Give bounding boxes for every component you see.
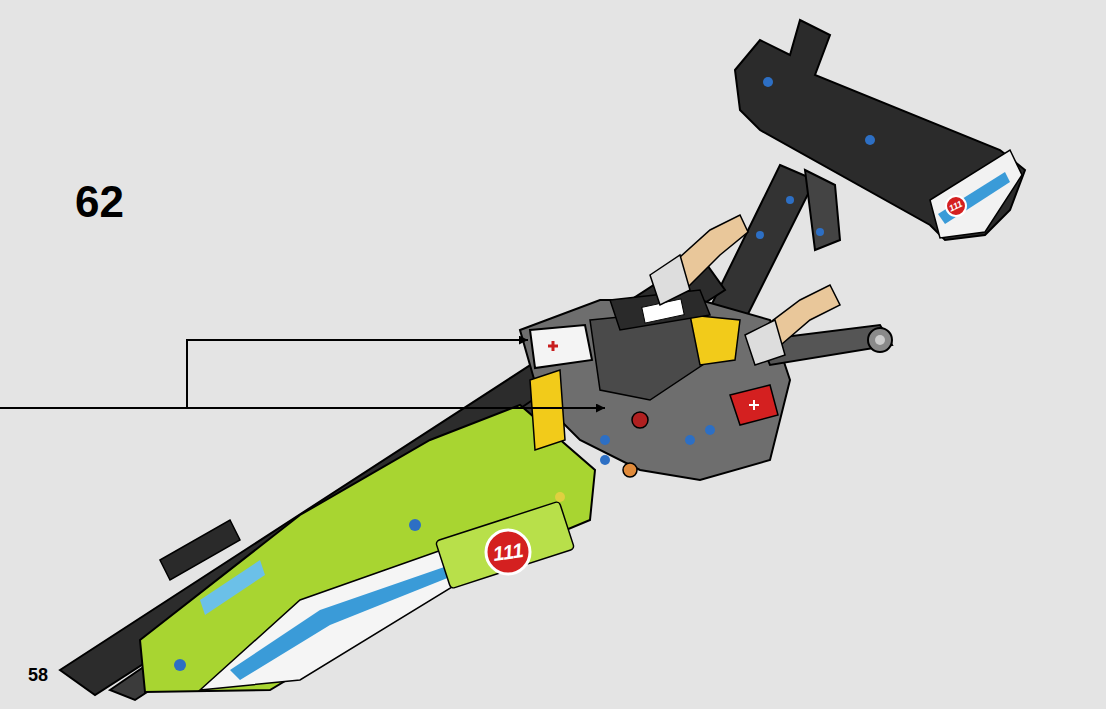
step-number: 62 xyxy=(75,180,124,224)
lime-body xyxy=(140,405,595,692)
callout-leader xyxy=(0,340,605,408)
page-number: 58 xyxy=(28,666,48,684)
chassis-beam xyxy=(60,255,725,700)
sticker-number: 111 xyxy=(492,540,525,564)
engine-block xyxy=(520,290,892,480)
driver-arms xyxy=(650,215,840,365)
